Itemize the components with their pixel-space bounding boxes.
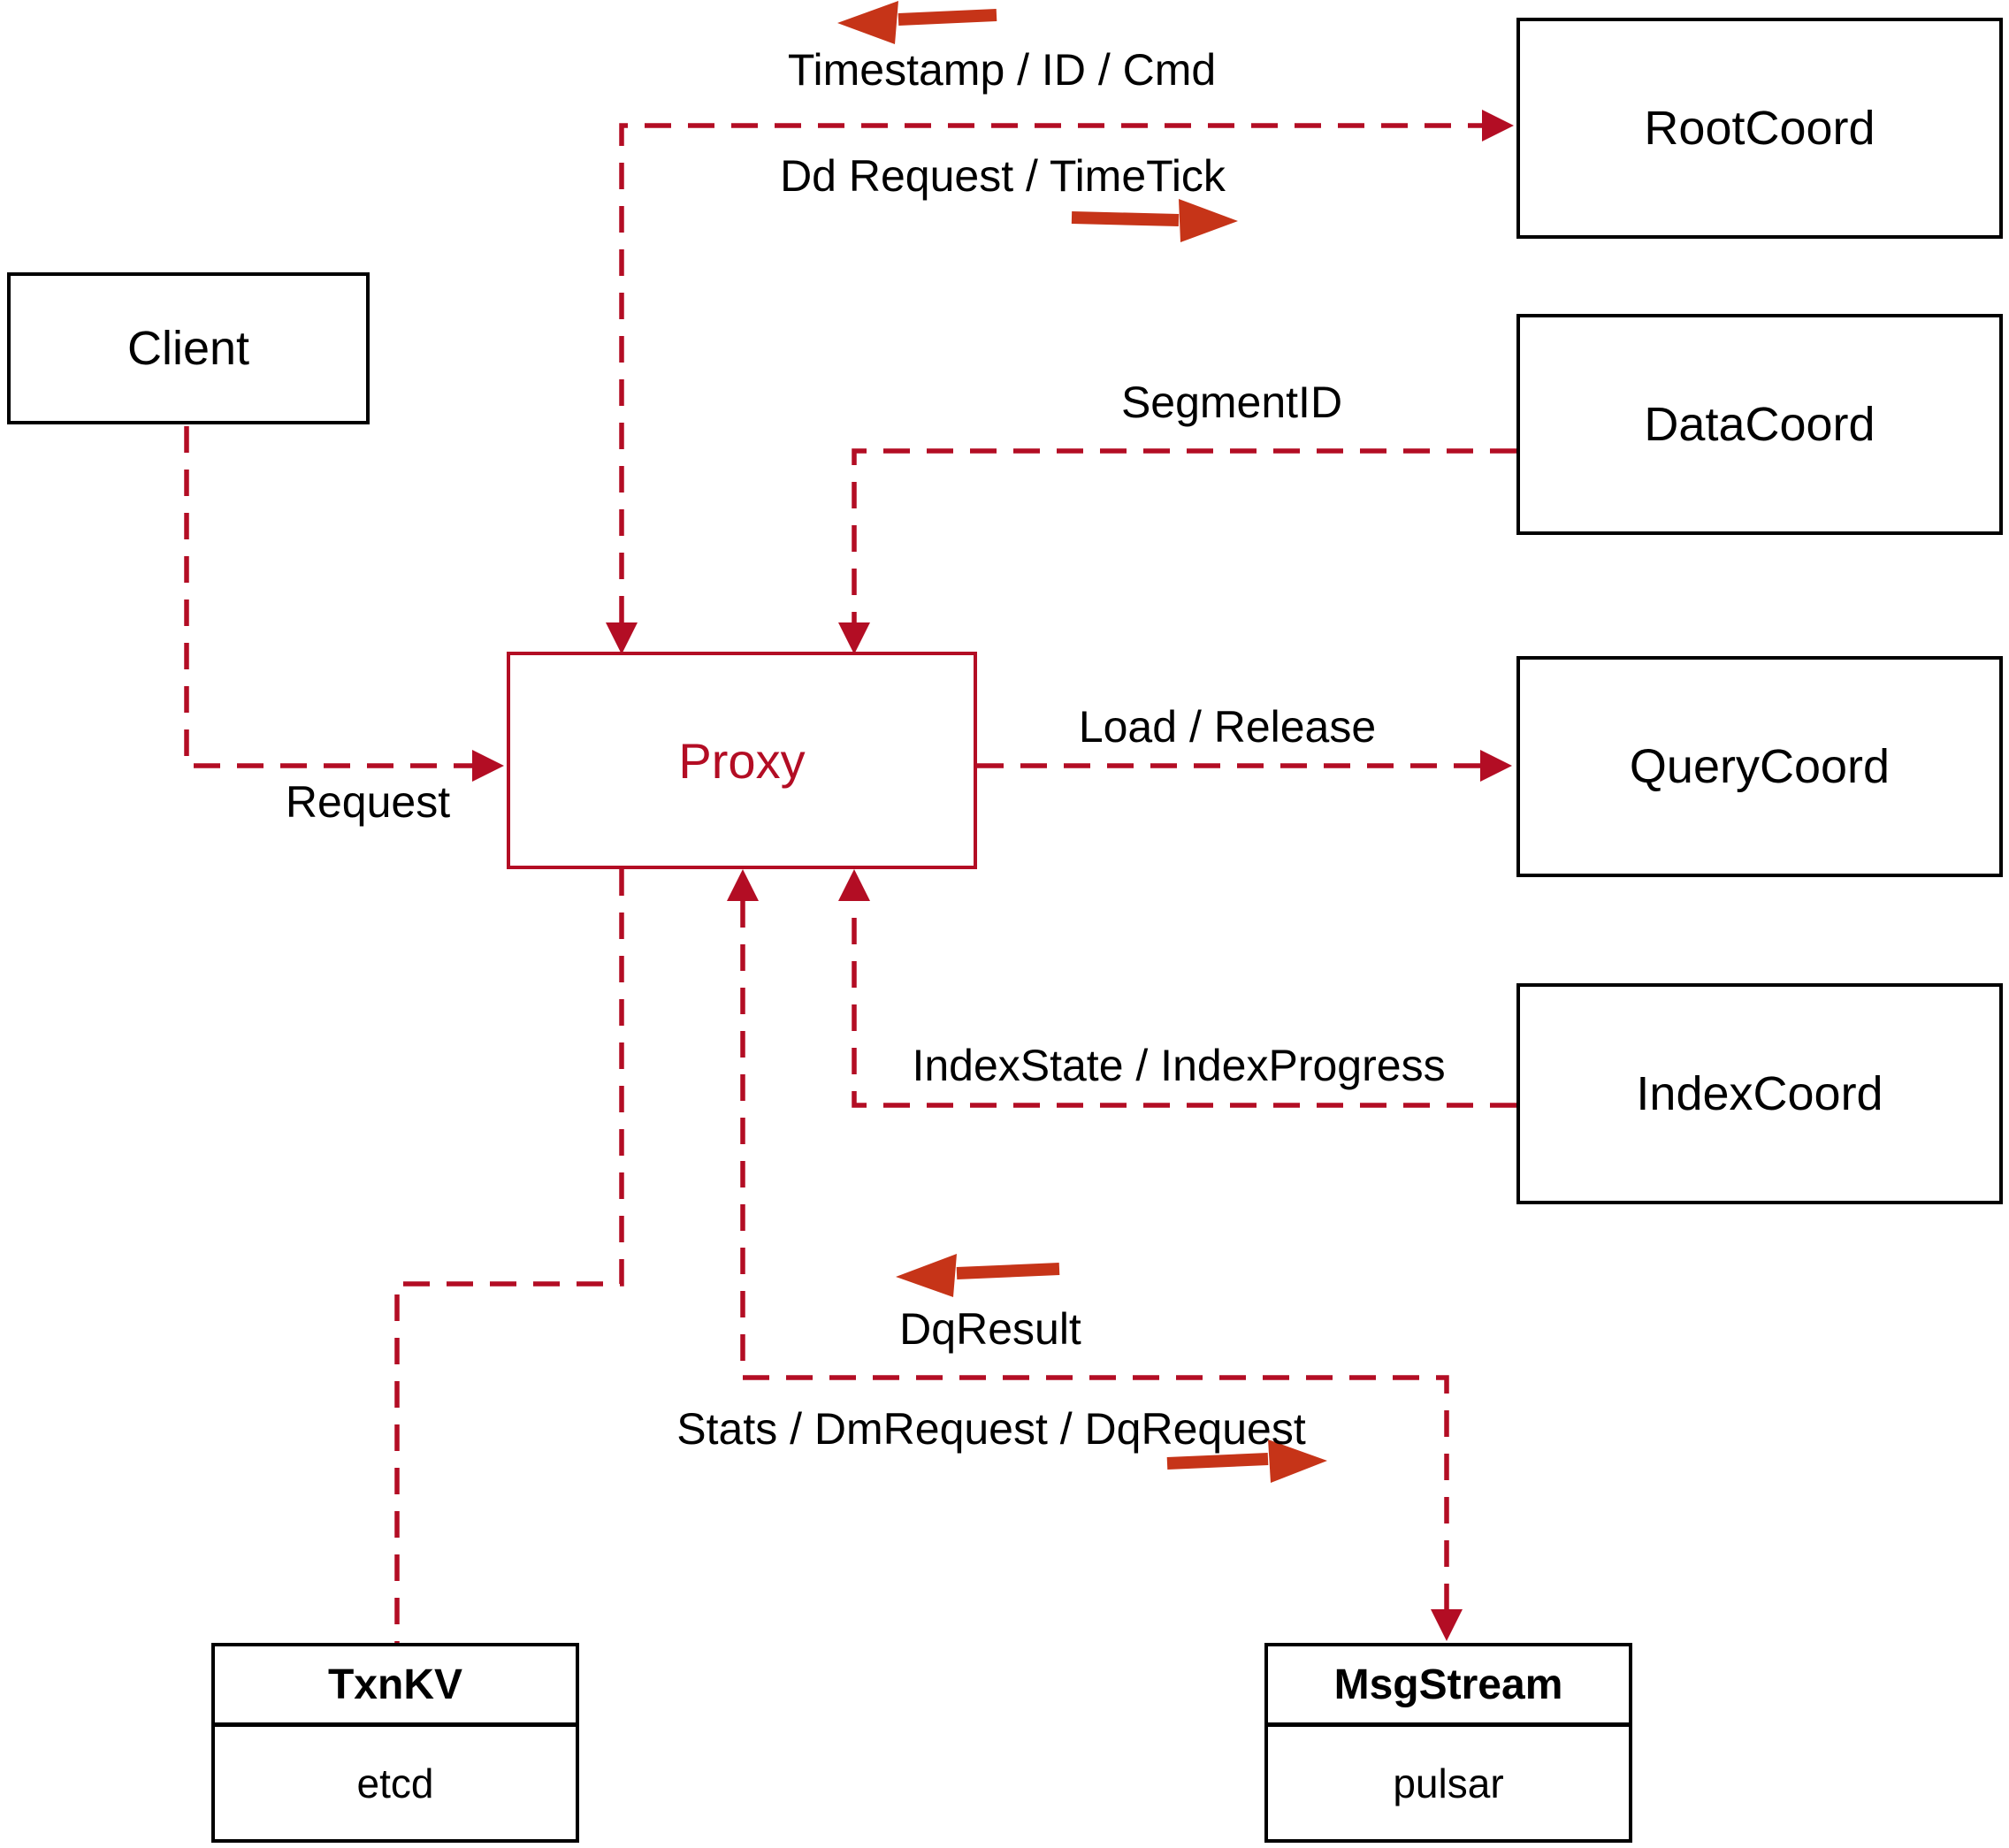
arrowhead-into-proxy-bottom-left	[727, 869, 759, 901]
arrowhead-into-proxy-top-right	[838, 622, 870, 654]
node-msgstream-title: MsgStream	[1268, 1646, 1629, 1727]
node-msgstream: MsgStream pulsar	[1264, 1643, 1632, 1843]
edge-proxy-rootcoord	[619, 123, 1485, 622]
edge-indexcoord-proxy	[852, 901, 1516, 1108]
edge-label-stats-dm-dq: Stats / DmRequest / DqRequest	[676, 1404, 1306, 1454]
node-txnkv-subtitle: etcd	[356, 1760, 434, 1806]
arrowhead-into-proxy-bottom-right	[838, 869, 870, 901]
node-datacoord-label: DataCoord	[1644, 398, 1875, 451]
arrowhead-into-msgstream	[1431, 1609, 1463, 1641]
node-proxy-label: Proxy	[678, 732, 806, 789]
edge-client-proxy	[184, 426, 472, 768]
node-datacoord: DataCoord	[1516, 314, 2003, 535]
arrow-left-icon-timestamp	[837, 1, 997, 44]
edge-label-index-state: IndexState / IndexProgress	[912, 1041, 1446, 1090]
node-indexcoord-label: IndexCoord	[1636, 1067, 1883, 1120]
node-indexcoord: IndexCoord	[1516, 983, 2003, 1204]
arrowhead-into-proxy-left	[472, 750, 504, 782]
edge-datacoord-proxy	[852, 448, 1516, 622]
arrowhead-into-querycoord	[1480, 750, 1512, 782]
arrowhead-into-proxy-top-left	[606, 622, 638, 654]
edge-label-request: Request	[285, 777, 451, 827]
node-proxy: Proxy	[507, 652, 977, 869]
arrow-right-icon-stats	[1166, 1439, 1327, 1483]
edge-label-dd-request-timetick: Dd Request / TimeTick	[780, 151, 1226, 201]
node-querycoord: QueryCoord	[1516, 656, 2003, 877]
node-client: Client	[7, 272, 370, 424]
arrow-right-icon-ddrequest	[1071, 199, 1238, 242]
arrowhead-into-rootcoord	[1482, 110, 1514, 141]
edge-label-segment-id: SegmentID	[1120, 378, 1343, 427]
edge-label-dq-result: DqResult	[899, 1304, 1081, 1354]
node-txnkv-title: TxnKV	[215, 1646, 576, 1727]
node-msgstream-subtitle: pulsar	[1393, 1760, 1504, 1806]
node-txnkv: TxnKV etcd	[211, 1643, 579, 1843]
node-rootcoord-label: RootCoord	[1644, 102, 1875, 155]
edge-label-timestamp-id-cmd: Timestamp / ID / Cmd	[787, 45, 1217, 95]
edge-proxy-msgstream	[740, 901, 1449, 1610]
edge-label-load-release: Load / Release	[1078, 702, 1377, 752]
node-querycoord-label: QueryCoord	[1629, 740, 1891, 793]
node-client-label: Client	[126, 322, 250, 375]
arrow-left-icon-dqresult	[896, 1254, 1060, 1297]
node-rootcoord: RootCoord	[1516, 18, 2003, 239]
edge-proxy-txnkv	[394, 869, 624, 1643]
